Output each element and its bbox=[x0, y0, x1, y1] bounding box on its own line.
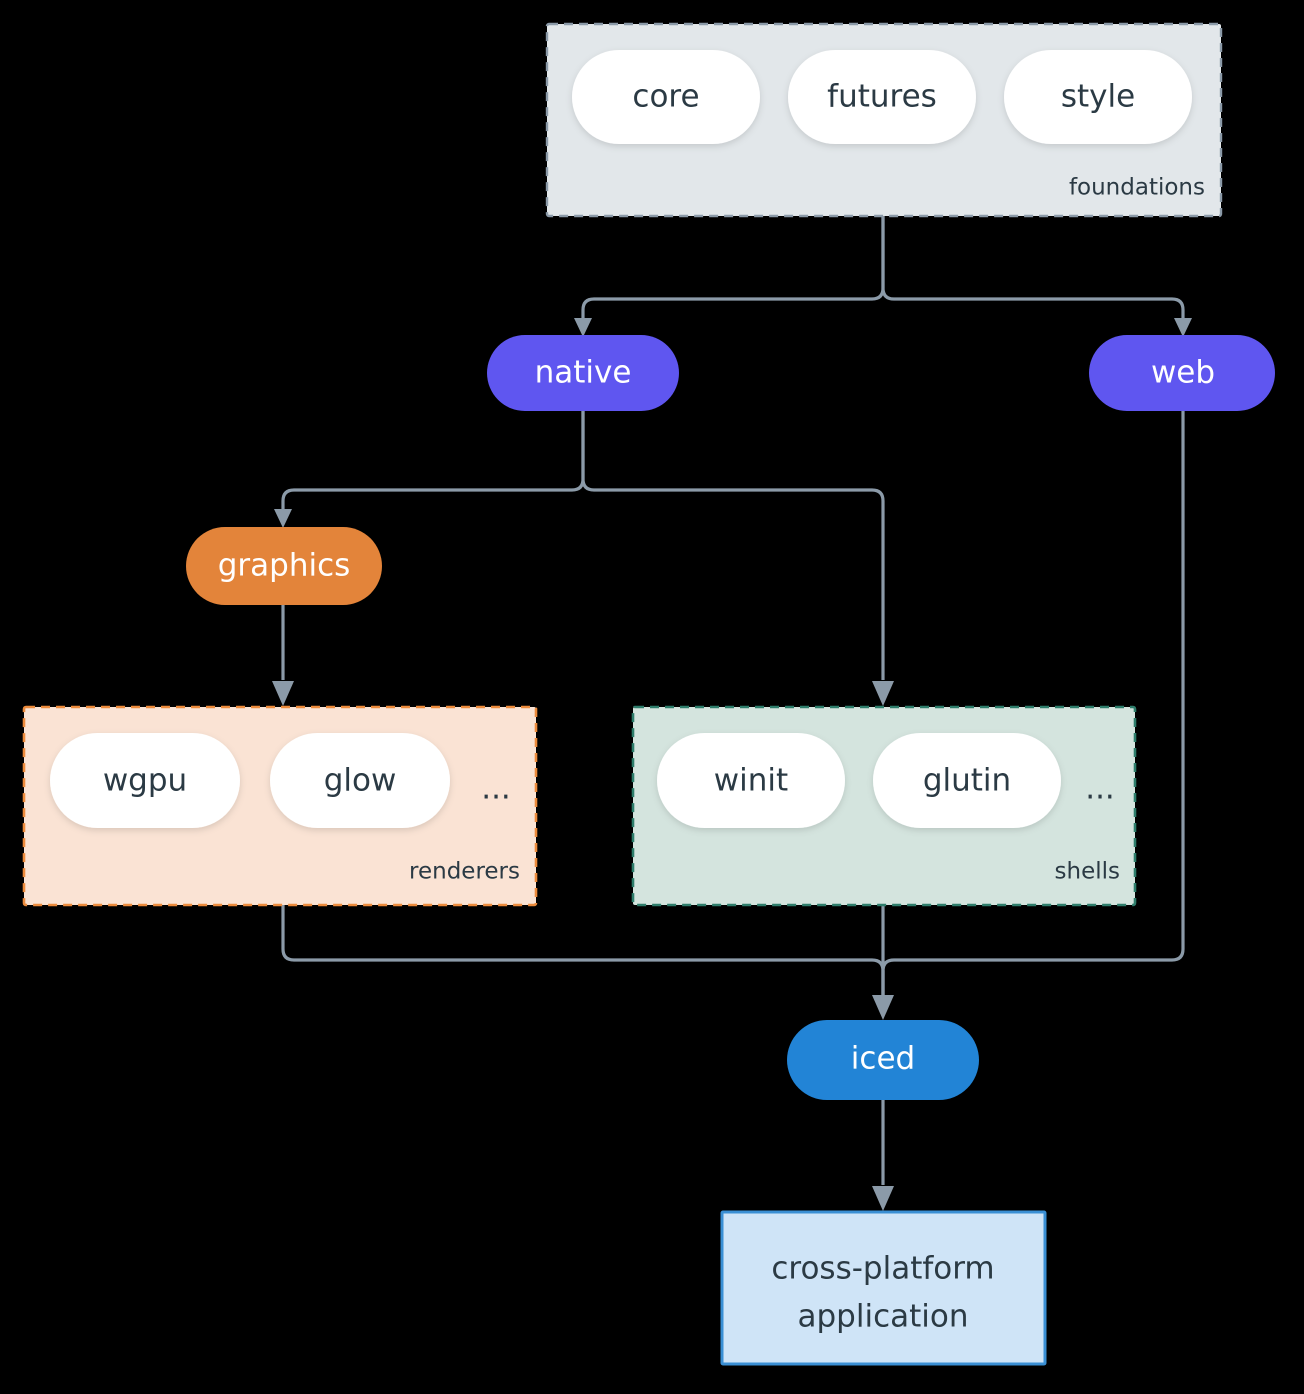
node-native-label: native bbox=[535, 355, 632, 391]
box-application-line2: application bbox=[798, 1299, 969, 1335]
pill-glutin-background bbox=[873, 733, 1061, 828]
shells-ellipsis: ... bbox=[1085, 771, 1115, 807]
pill-futures[interactable]: futures bbox=[788, 50, 976, 144]
pill-glutin[interactable]: glutin bbox=[873, 733, 1061, 828]
pill-style-background bbox=[1004, 50, 1192, 144]
pill-futures-label: futures bbox=[827, 79, 937, 115]
edge-web-to-iced bbox=[872, 411, 1185, 1020]
cluster-shells[interactable]: winit glutin ... shells bbox=[631, 705, 1137, 907]
edge-iced-to-application bbox=[872, 1100, 894, 1211]
edge-native-to-graphics bbox=[274, 411, 585, 528]
cluster-foundations-label: foundations bbox=[1069, 175, 1205, 201]
pill-style-label: style bbox=[1061, 79, 1135, 115]
renderers-ellipsis: ... bbox=[481, 771, 511, 807]
box-application-line1: cross-platform bbox=[771, 1251, 994, 1287]
edges-layer bbox=[272, 216, 1192, 1211]
pill-winit[interactable]: winit bbox=[657, 733, 845, 828]
node-graphics-label: graphics bbox=[218, 548, 351, 584]
node-iced[interactable]: iced bbox=[787, 1020, 979, 1100]
edge-native-to-shells bbox=[581, 411, 894, 706]
pill-core-background bbox=[572, 50, 760, 144]
node-web-background bbox=[1089, 335, 1275, 411]
pill-futures-background bbox=[788, 50, 976, 144]
pill-wgpu-label: wgpu bbox=[103, 763, 187, 799]
cluster-renderers[interactable]: wgpu glow ... renderers bbox=[22, 705, 538, 907]
node-graphics[interactable]: graphics bbox=[186, 527, 382, 605]
node-native-background bbox=[487, 335, 679, 411]
node-iced-background bbox=[787, 1020, 979, 1100]
edge-graphics-to-renderers bbox=[272, 605, 294, 706]
edge-foundations-to-web bbox=[881, 216, 1192, 337]
box-application-background bbox=[720, 1210, 1047, 1366]
edge-foundations-to-native bbox=[574, 216, 885, 337]
pill-style[interactable]: style bbox=[1004, 50, 1192, 144]
pill-core-label: core bbox=[632, 79, 699, 115]
pill-glow[interactable]: glow bbox=[270, 733, 450, 828]
cluster-shells-label: shells bbox=[1055, 859, 1120, 885]
node-iced-label: iced bbox=[851, 1041, 915, 1077]
pill-wgpu[interactable]: wgpu bbox=[50, 733, 240, 828]
pill-core[interactable]: core bbox=[572, 50, 760, 144]
node-web[interactable]: web bbox=[1089, 335, 1275, 411]
pill-winit-background bbox=[657, 733, 845, 828]
pill-winit-label: winit bbox=[714, 763, 788, 799]
edge-renderers-to-iced bbox=[281, 905, 885, 996]
pill-glow-label: glow bbox=[324, 763, 397, 799]
pill-glutin-label: glutin bbox=[923, 763, 1011, 799]
box-application[interactable]: cross-platform application bbox=[720, 1210, 1047, 1366]
node-native[interactable]: native bbox=[487, 335, 679, 411]
cluster-renderers-label: renderers bbox=[409, 859, 520, 885]
cluster-foundations[interactable]: core futures style foundations bbox=[545, 22, 1223, 218]
pill-wgpu-background bbox=[50, 733, 240, 828]
node-web-label: web bbox=[1151, 355, 1215, 391]
pill-glow-background bbox=[270, 733, 450, 828]
node-graphics-background bbox=[186, 527, 382, 605]
